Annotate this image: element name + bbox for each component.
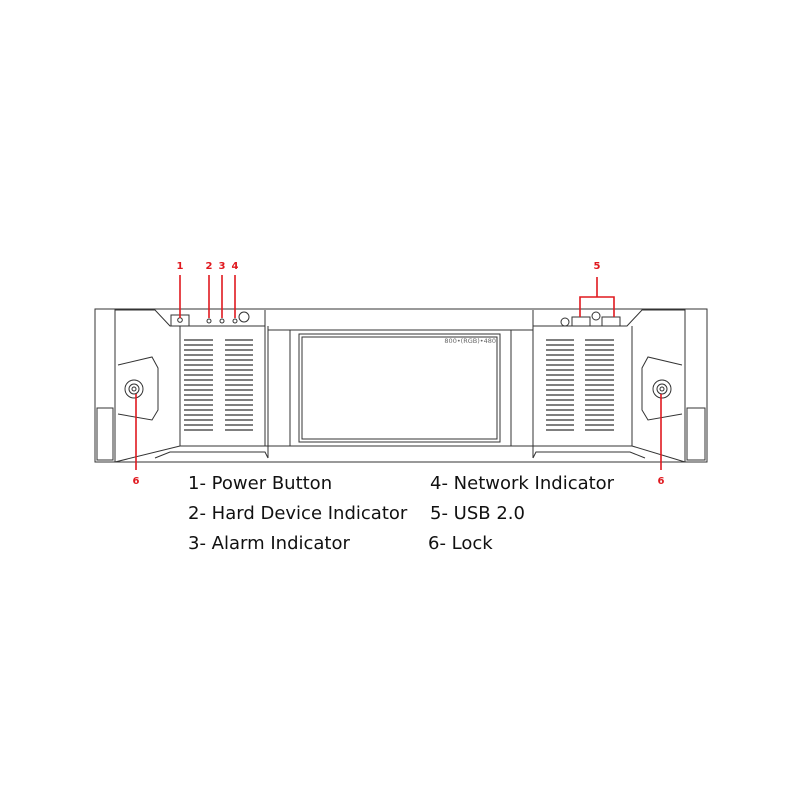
network-indicator <box>232 318 238 324</box>
chassis-body <box>114 308 686 463</box>
callout-3: 3 <box>219 261 226 272</box>
screen-resolution-label: 800•(RGB)•480 <box>444 337 496 345</box>
legend-item-alarm-indicator: 3- Alarm Indicator <box>188 533 350 554</box>
lcd-screen <box>298 333 501 443</box>
legend-item-power-button: 1- Power Button <box>188 473 333 494</box>
legend-item-usb: 5- USB 2.0 <box>430 503 525 524</box>
hdd-indicator <box>206 318 212 324</box>
ir-receiver <box>238 311 250 323</box>
legend-item-hard-device-indicator: 2- Hard Device Indicator <box>188 503 408 524</box>
callout-4: 4 <box>232 261 239 272</box>
alarm-indicator <box>219 318 225 324</box>
right-rack-ear <box>684 308 708 463</box>
legend-item-lock: 6- Lock <box>428 533 493 554</box>
callout-1: 1 <box>177 261 184 272</box>
left-rack-ear <box>94 308 116 463</box>
left-lock[interactable] <box>124 379 144 399</box>
legend-item-network-indicator: 4- Network Indicator <box>430 473 615 494</box>
callout-2: 2 <box>206 261 213 272</box>
usb-port-1[interactable] <box>571 316 591 327</box>
callout-6-right: 6 <box>658 476 665 487</box>
callout-6-left: 6 <box>133 476 140 487</box>
callout-5: 5 <box>594 261 601 272</box>
right-lock[interactable] <box>652 379 672 399</box>
usb-port-2[interactable] <box>601 316 621 327</box>
